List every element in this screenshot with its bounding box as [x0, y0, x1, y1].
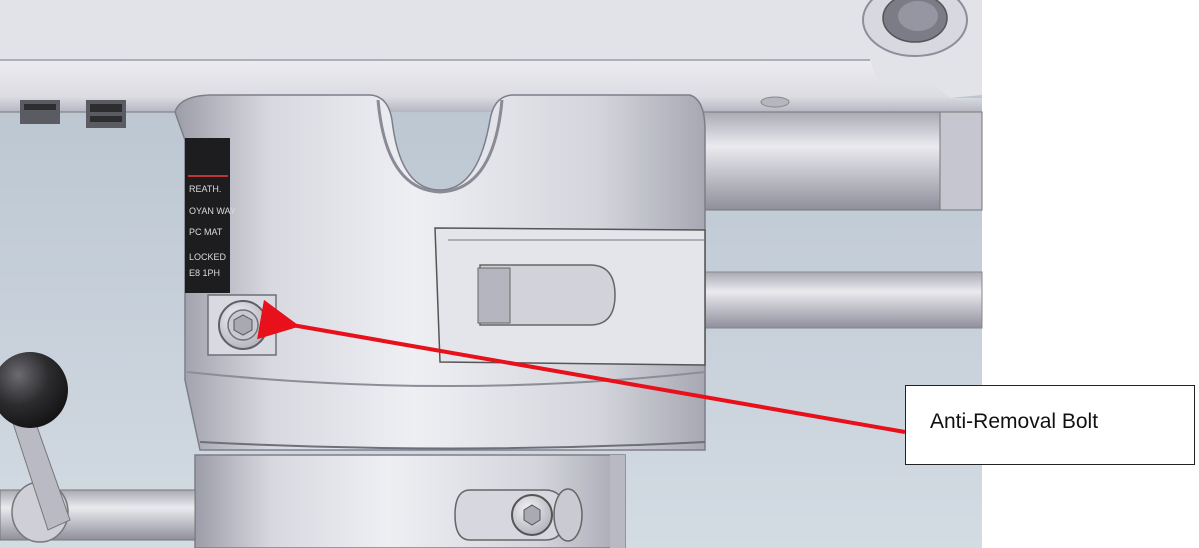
label-plate-line-4: LOCKED	[189, 252, 227, 262]
callout-arrow	[257, 299, 906, 434]
label-plate-line-1: REATH.	[189, 184, 221, 194]
callout-box: Anti-Removal Bolt	[905, 385, 1195, 465]
callout-label: Anti-Removal Bolt	[930, 410, 1099, 433]
lower-cylinder	[194, 454, 626, 548]
black-knob	[0, 352, 68, 428]
top-plate	[0, 0, 982, 113]
left-handle	[0, 352, 196, 543]
top-left-clips	[20, 100, 126, 128]
label-plate: REATH. OYAN WAY PC MAT LOCKED E8 1PH	[185, 138, 236, 293]
anti-removal-bolt	[207, 294, 277, 356]
label-plate-line-3: PC MAT	[189, 227, 223, 237]
label-plate-line-2: OYAN WAY	[189, 206, 236, 216]
slot-window	[434, 227, 706, 366]
right-rods	[699, 111, 983, 329]
label-plate-line-5: E8 1PH	[189, 268, 220, 278]
